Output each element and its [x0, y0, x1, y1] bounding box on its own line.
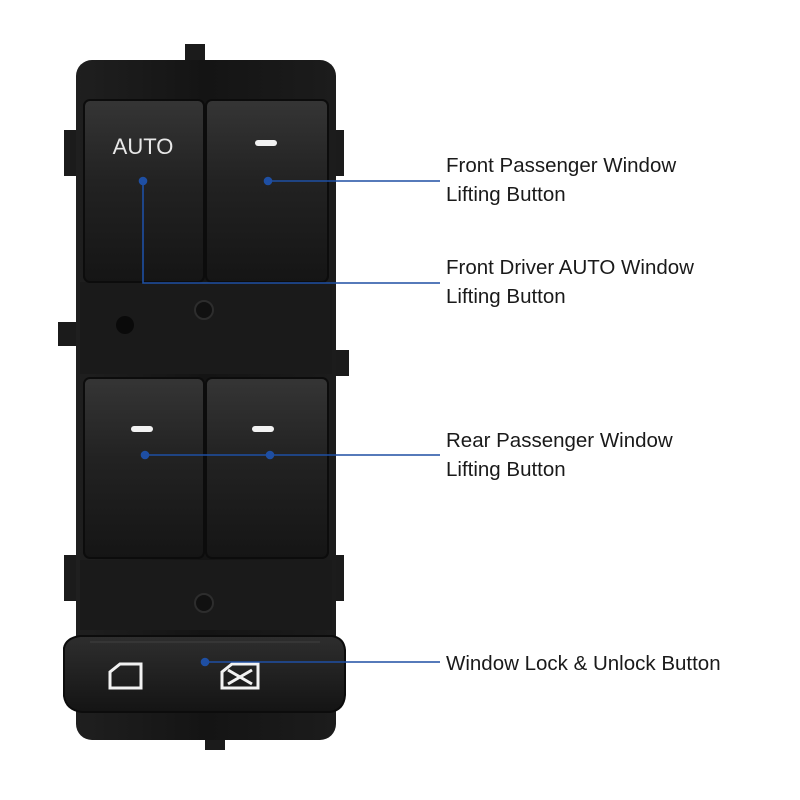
callout-rear-passenger-line1: Rear Passenger Window [446, 429, 673, 452]
window-locked-icon [220, 662, 260, 690]
rear-right-button[interactable] [205, 377, 329, 559]
callout-window-lock: Window Lock & Unlock Button [446, 649, 721, 678]
front-passenger-indicator [255, 140, 277, 146]
callout-rear-passenger: Rear Passenger Window Lifting Button [446, 426, 673, 484]
callout-front-passenger: Front Passenger Window Lifting Button [446, 151, 676, 209]
screw-lower [194, 593, 214, 613]
rear-left-button[interactable] [83, 377, 205, 559]
window-lock-button[interactable] [63, 635, 346, 713]
screw-upper [194, 300, 214, 320]
rear-left-indicator [131, 426, 153, 432]
left-clip-top [64, 130, 78, 176]
leader-lines [138, 176, 440, 667]
callout-front-passenger-line1: Front Passenger Window [446, 154, 677, 177]
callout-front-driver-line1: Front Driver AUTO Window [446, 256, 694, 279]
window-unlocked-icon [108, 662, 143, 690]
callout-rear-passenger-line2: Lifting Button [446, 458, 566, 481]
callout-front-driver: Front Driver AUTO Window Lifting Button [446, 253, 694, 311]
front-driver-auto-button[interactable] [83, 99, 205, 283]
callout-front-driver-line2: Lifting Button [446, 285, 566, 308]
left-clip-bottom [64, 555, 78, 601]
callout-front-passenger-line2: Lifting Button [446, 183, 566, 206]
auto-button-text: AUTO [113, 134, 174, 159]
front-passenger-button[interactable] [205, 99, 329, 283]
right-clip-mid [333, 350, 349, 376]
rear-right-indicator [252, 426, 274, 432]
housing-hole [116, 316, 134, 334]
callout-window-lock-line1: Window Lock & Unlock Button [446, 652, 721, 675]
left-clip-mid [58, 322, 76, 346]
leader-front-driver [142, 181, 440, 284]
